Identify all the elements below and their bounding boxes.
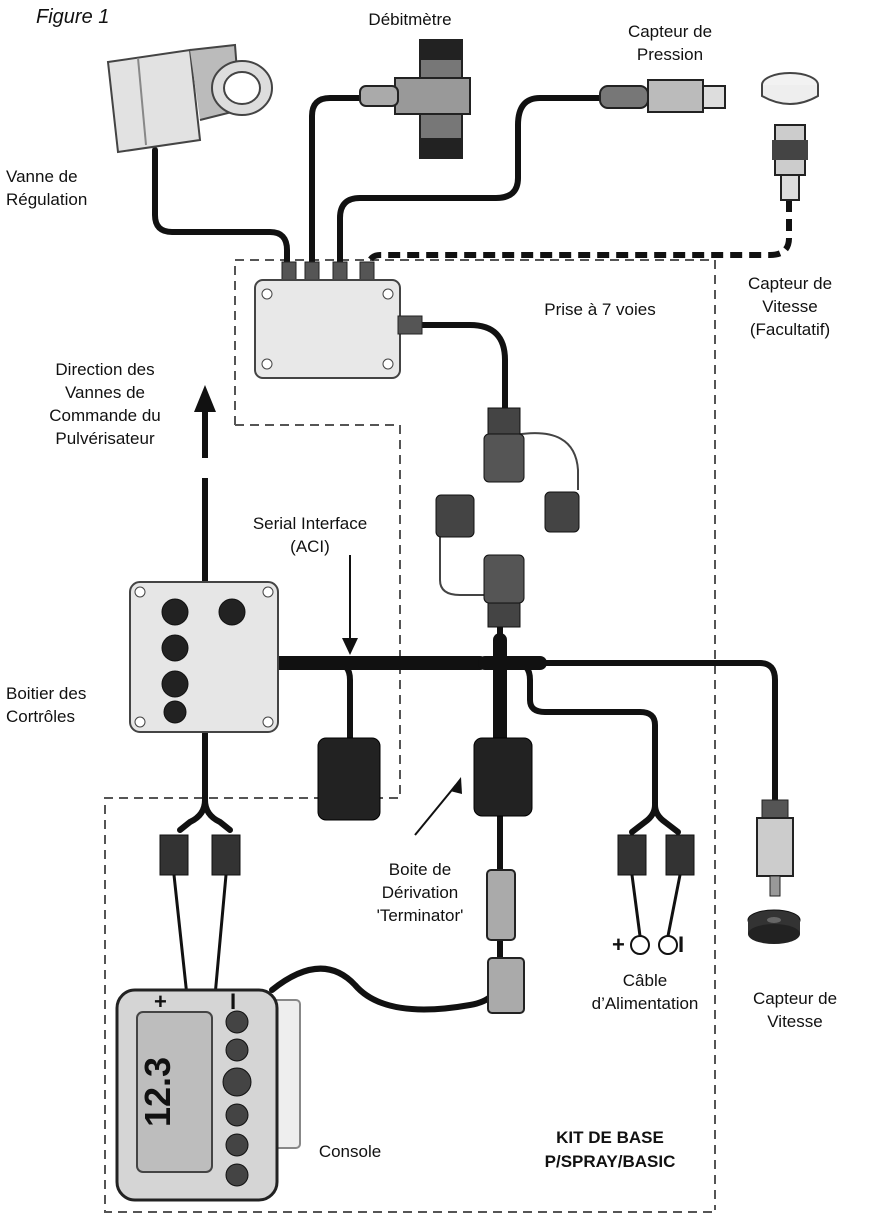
label-capteur-vitesse-facultatif: Capteur de Vitesse (Facultatif) <box>747 274 833 339</box>
terminator-arrow <box>414 777 462 836</box>
control-box <box>129 581 279 733</box>
label-kit: KIT DE BASE P/SPRAY/BASIC <box>544 1128 676 1171</box>
harness-bundle <box>263 633 547 747</box>
optional-speed-cable <box>365 200 792 271</box>
plus-symbol-cable: + <box>612 932 625 957</box>
console-connector <box>486 869 525 1014</box>
label-boite-derivation: Boite de Dérivation 'Terminator' <box>376 860 464 925</box>
pressure-sensor <box>599 79 726 113</box>
direction-arrow <box>194 385 216 592</box>
label-prise-7-voies: Prise à 7 voies <box>544 300 656 319</box>
figure-label: Figure 1 <box>36 6 110 28</box>
minus-symbol-cable: I <box>678 932 685 957</box>
serial-interface-arrow <box>342 555 358 655</box>
label-direction-vannes: Direction des Vannes de Commande du Pulv… <box>49 360 161 448</box>
power-fuses-control <box>159 834 241 1015</box>
label-cable-alimentation: Câble d’Alimentation <box>591 971 699 1013</box>
serial-interface-box <box>317 737 381 821</box>
label-capteur-pression: Capteur de Pression <box>627 22 713 64</box>
speed-sensor-optional <box>761 72 819 201</box>
minus-symbol-control: I <box>230 989 237 1014</box>
speed-sensor <box>747 799 801 944</box>
kit-boundary <box>104 259 716 1213</box>
plus-symbol-control: + <box>154 989 167 1014</box>
seven-way-plug <box>435 407 580 628</box>
flow-meter <box>359 39 471 159</box>
console: 12.3 <box>115 988 301 1202</box>
label-capteur-vitesse: Capteur de Vitesse <box>752 989 838 1031</box>
junction-box <box>254 261 423 379</box>
label-serial-interface: Serial Interface (ACI) <box>252 514 368 556</box>
label-vanne-regulation: Vanne de Régulation <box>6 167 88 209</box>
label-debitmetre: Débitmètre <box>368 10 452 29</box>
power-fuses-cable <box>617 834 695 955</box>
console-display: 12.3 <box>137 1057 178 1127</box>
label-console: Console <box>318 1142 382 1161</box>
terminator-box <box>473 737 533 817</box>
regulation-valve <box>106 43 273 154</box>
label-boitier-controles: Boitier des Cortrôles <box>6 684 87 726</box>
